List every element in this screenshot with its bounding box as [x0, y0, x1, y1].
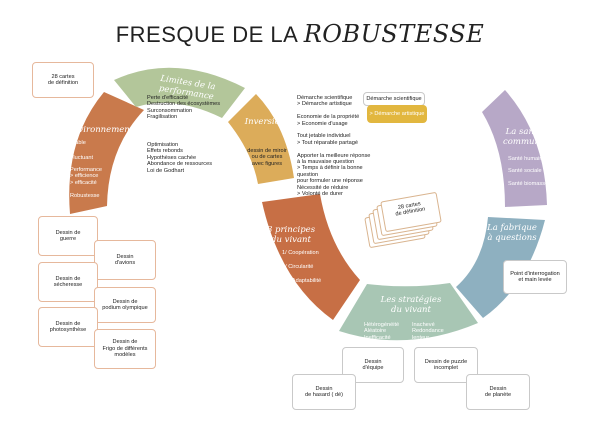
principe-3: 3/ Adaptabilité — [286, 278, 322, 284]
drawing-hasard: Dessin de hasard ( dé) — [292, 374, 356, 410]
card-stack — [364, 192, 442, 248]
segment-limites — [114, 67, 245, 118]
page-title: FRESQUE DE LA ROBUSTESSE — [0, 20, 600, 48]
drawing-secheresse: Dessin de sécheresse — [38, 262, 98, 302]
sante-item-humaine: Santé humaine — [508, 156, 546, 162]
box-demarche-scientifique: Démarche scientifique — [363, 92, 425, 106]
sante-title: La santé commune — [503, 127, 545, 147]
principes-title: 3 principes du vivant — [266, 225, 316, 245]
segment-sante — [482, 90, 547, 207]
drawing-secheresse-text: Dessin de sécheresse — [53, 275, 83, 288]
drawing-frigo: Dessin de Frigo de différents modèles — [94, 329, 156, 369]
env-item-stable: Stable — [70, 140, 86, 146]
box-point-interrogation-text: Point d'interrogation et main levée — [510, 270, 560, 283]
drawing-planete: Dessin de planète — [466, 374, 530, 410]
strategies-col-1: Hétérogénéité Aléatoire Inefficacité — [364, 322, 400, 341]
drawing-avions-text: Dessin d'avions — [114, 253, 136, 266]
drawing-podium-text: Dessin de podium olympique — [102, 298, 148, 311]
drawing-frigo-text: Dessin de Frigo de différents modèles — [102, 339, 148, 359]
drawing-puzzle-text: Dessin de puzzle incomplet — [424, 358, 468, 371]
sante-item-sociale: Santé sociale — [508, 168, 542, 174]
drawing-guerre: Dessin de guerre — [38, 216, 98, 256]
drawing-podium: Dessin de podium olympique — [94, 287, 156, 323]
box-28-cartes-text: 28 cartes de définition — [47, 73, 79, 86]
drawing-planete-text: Dessin de planète — [484, 385, 512, 398]
drawing-hasard-text: Dessin de hasard ( dé) — [305, 385, 343, 398]
segment-principes — [262, 194, 360, 320]
inversion-title: Inversion — [244, 117, 286, 127]
title-part-1: FRESQUE DE LA — [115, 22, 304, 47]
box-demarche-artistique: > Démarche artistique — [367, 105, 427, 123]
strategies-col-2: Inachevé Redondance lenteur — [412, 322, 444, 341]
box-demarche-artistique-text: > Démarche artistique — [369, 110, 425, 117]
inversion-body: dessin de miroir ou de cartes avec figur… — [247, 148, 287, 167]
strategies-title: Les stratégies du vivant — [380, 295, 442, 315]
title-part-2: ROBUSTESSE — [303, 20, 485, 48]
drawing-guerre-text: Dessin de guerre — [55, 229, 81, 242]
fabrique-title: La fabrique à questions — [487, 223, 537, 243]
inversion-list: Démarche scientifique > Démarche artisti… — [297, 95, 371, 198]
segment-environnement — [69, 92, 144, 214]
box-demarche-scientifique-text: Démarche scientifique — [366, 95, 422, 102]
segment-fabrique — [456, 217, 545, 318]
box-point-interrogation: Point d'interrogation et main levée — [503, 260, 567, 294]
environnement-title: Environnement — [66, 125, 134, 135]
sante-item-biomasse: Santé biomasse — [508, 181, 549, 187]
limites-list-1: Perte d'efficacité Destruction des écosy… — [147, 95, 221, 121]
env-item-fluctuant: Fluctuant — [70, 155, 94, 161]
box-28-cartes: 28 cartes de définition — [32, 62, 94, 98]
segment-inversion — [228, 94, 294, 184]
principe-1: 1/ Coopération — [282, 250, 319, 256]
env-item-robustesse: Robustesse — [70, 193, 100, 199]
segment-strategies — [339, 283, 478, 341]
drawing-equipe-text: Dessin d'équipe — [362, 358, 384, 371]
principe-2: 2/ Circularité — [282, 264, 314, 270]
drawing-photosynthese: Dessin de photosynthèse — [38, 307, 98, 347]
drawing-avions: Dessin d'avions — [94, 240, 156, 280]
limites-list-2: Optimisation Effets rebonds Hypothèses c… — [147, 142, 212, 174]
drawing-photosynthese-text: Dessin de photosynthèse — [49, 320, 87, 333]
env-item-performance: Performance > efficience > efficacité — [70, 167, 103, 186]
